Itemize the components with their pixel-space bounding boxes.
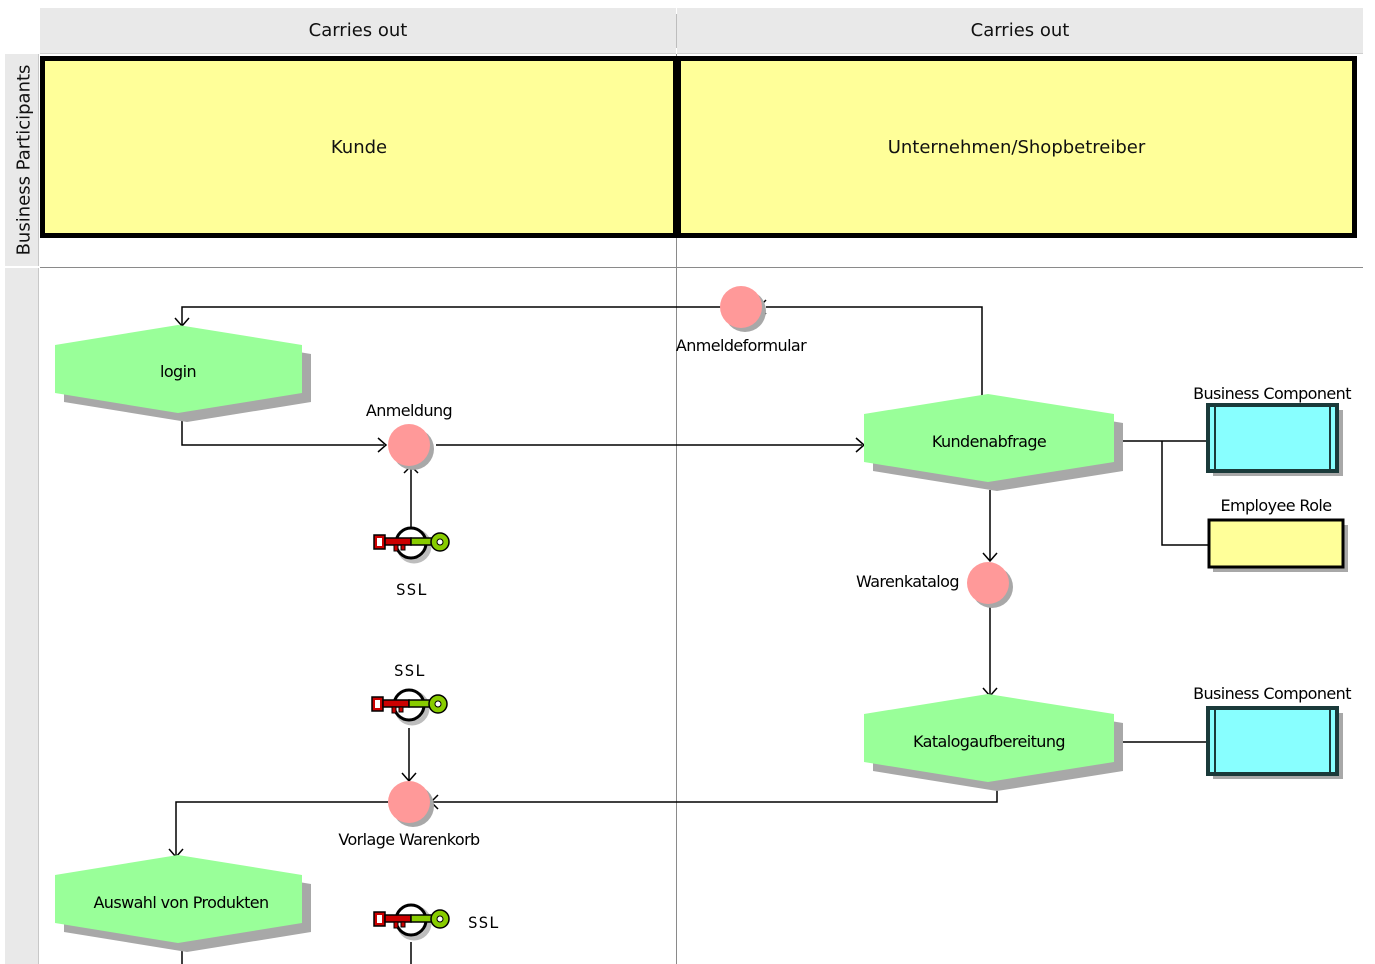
row-divider	[40, 267, 1363, 268]
ssl-key-icon	[372, 690, 447, 723]
event-vorlage-warenkorb[interactable]: Vorlage Warenkorb	[338, 830, 480, 849]
ssl-label-1: SSL	[396, 580, 428, 599]
function-kundenabfrage[interactable]: Kundenabfrage	[931, 432, 1047, 451]
column-header-2[interactable]: Carries out	[677, 8, 1363, 54]
function-login[interactable]: login	[160, 362, 197, 381]
row-header-business-participants[interactable]: Business Participants	[5, 54, 39, 266]
connectors	[175, 306, 1209, 964]
component-shapes	[1206, 403, 1348, 779]
ssl-label-2: SSL	[394, 661, 426, 680]
function-auswahl-von-produkten[interactable]: Auswahl von Produkten	[93, 893, 269, 912]
column-header-1[interactable]: Carries out	[40, 8, 676, 54]
event-warenkatalog[interactable]: Warenkatalog	[856, 572, 959, 591]
event-anmeldeformular[interactable]: Anmeldeformular	[675, 336, 807, 355]
event-anmeldung[interactable]: Anmeldung	[365, 401, 453, 420]
business-component-1-label[interactable]: Business Component	[1193, 384, 1351, 403]
header-divider	[676, 14, 677, 48]
participant-kunde[interactable]: Kunde	[40, 56, 678, 238]
row-header-process[interactable]	[5, 268, 39, 964]
participant-unternehmen[interactable]: Unternehmen/Shopbetreiber	[676, 56, 1357, 238]
ssl-label-3: SSL	[468, 913, 500, 932]
participant-kunde-label: Kunde	[330, 136, 388, 158]
business-component-2-label[interactable]: Business Component	[1193, 684, 1351, 703]
participant-unternehmen-label: Unternehmen/Shopbetreiber	[887, 136, 1146, 158]
lane-divider	[676, 54, 677, 964]
top-strip	[0, 0, 1375, 8]
function-katalogaufbereitung[interactable]: Katalogaufbereitung	[913, 732, 1065, 751]
ssl-key-icon	[374, 528, 449, 561]
function-shapes	[55, 325, 1123, 952]
event-shapes	[388, 286, 1013, 827]
employee-role-label[interactable]: Employee Role	[1220, 496, 1332, 515]
ssl-key-icon	[374, 905, 449, 938]
